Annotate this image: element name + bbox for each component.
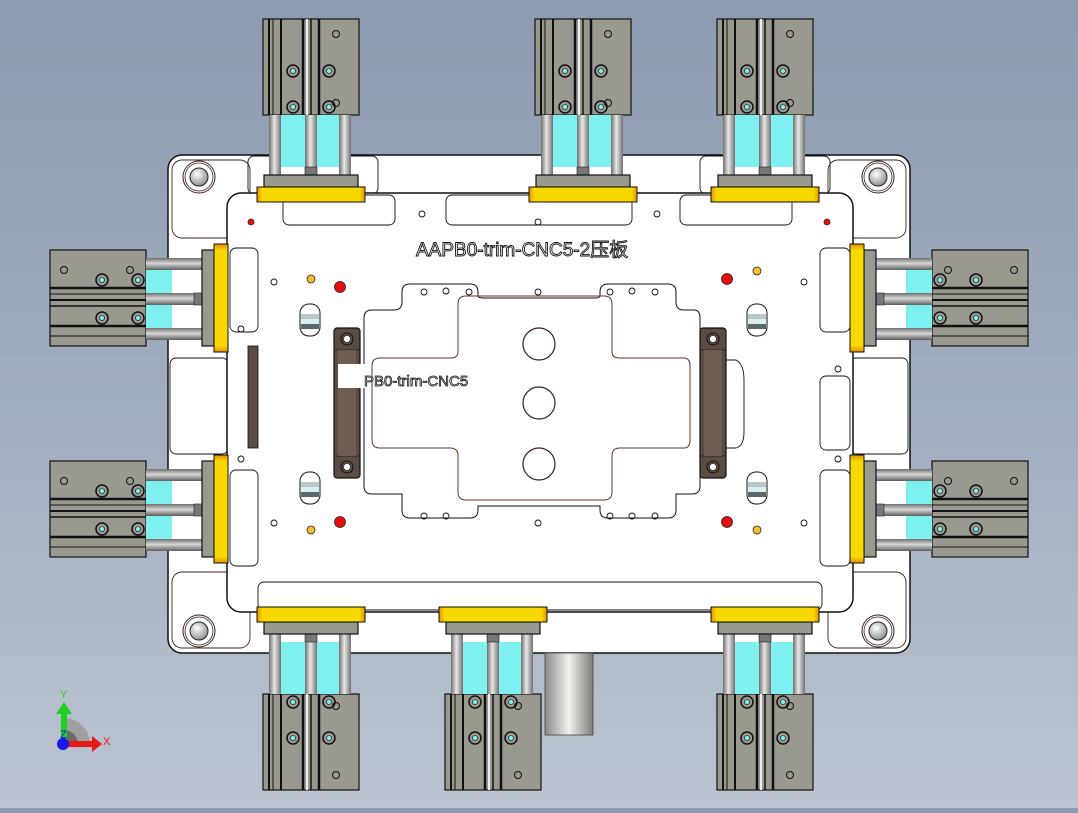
locating-pins <box>247 218 831 535</box>
cylinder-top-right[interactable] <box>709 17 821 204</box>
slot-icon <box>299 471 321 505</box>
x-axis-arrow-icon <box>64 741 94 747</box>
z-axis-icon <box>57 738 69 750</box>
model-title-label: AAPB0-trim-CNC5-2压板 <box>416 239 628 261</box>
cylinder-top-left[interactable] <box>255 17 367 204</box>
y-axis-label: Y <box>60 689 68 701</box>
press-plate[interactable]: PB0-trim-CNC5 AAPB0-trim-CNC5-2压板 <box>226 192 854 613</box>
slot-icon <box>746 471 768 505</box>
locator-block-right[interactable] <box>699 327 727 479</box>
cylinder-top-center[interactable] <box>527 17 639 204</box>
cylinder-left-lower[interactable] <box>48 453 230 565</box>
y-axis-arrow-icon <box>61 712 67 744</box>
cylinder-right-upper[interactable] <box>848 242 1030 354</box>
z-axis-label: Z <box>60 729 67 741</box>
slot-icon <box>746 303 768 337</box>
part-label: PB0-trim-CNC5 <box>364 373 468 390</box>
cylinder-bottom-left[interactable] <box>255 605 367 792</box>
cylinder-right-lower[interactable] <box>848 453 1030 565</box>
cylinder-bottom-center[interactable] <box>437 605 549 792</box>
cylinder-left-upper[interactable] <box>48 242 230 354</box>
cylinder-bottom-right[interactable] <box>709 605 821 792</box>
slot-icon <box>299 303 321 337</box>
coordinate-triad[interactable]: Y X Z <box>56 689 111 752</box>
x-axis-label: X <box>103 736 111 748</box>
locator-block-left[interactable] <box>333 327 361 479</box>
support-cylinder[interactable] <box>544 652 594 736</box>
